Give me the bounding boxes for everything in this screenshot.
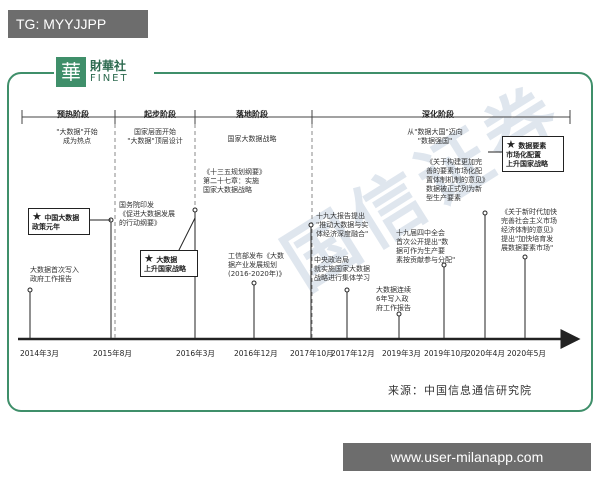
event-2020-4-box: ★ 数据要素 市场化配置 上升国家战略 [502,136,564,172]
date-label: 2014年3月 [20,349,59,358]
star-icon: ★ [506,138,516,151]
diagram-frame [7,72,593,412]
event-2020-4: 《关于构建更加完 善的要素市场化配 置体制机制的意见》 数据被正式列为新 型生产… [426,158,489,202]
event-2016-box: ★ 大数据 上升国家战略 [140,250,198,277]
desc-deepen: 从"数据大国"迈向 "数据强国" [407,128,463,145]
event-2014-box: ★ 中国大数据 政策元年 [28,208,90,235]
top-tag: TG: MYYJJPP [8,10,148,38]
event-2020-5: 《关于新时代加快 完善社会主义市场 经济体制的意见》 提出"加快培育发 展数据要… [501,208,557,252]
desc-warmup: "大数据"开始 成为热点 [56,128,98,145]
date-label: 2017年12月 [331,349,375,358]
event-2019-10: 十九届四中全会 首次公开提出"数 据可作为生产要 素按贡献参与分配" [396,229,456,264]
logo-en: FINET [90,73,129,84]
star-icon: ★ [144,252,154,265]
source-note: 来源：中国信息通信研究院 [388,384,532,397]
event-2016-top: 《十三五规划纲要》 第二十七章：实施 国家大数据战略 [203,168,266,194]
stage-warmup: 预热阶段 [57,110,89,119]
bottom-tag: www.user-milanapp.com [343,443,591,471]
date-label: 2020年5月 [507,349,546,358]
event-2019-3: 大数据连续 6年写入政 府工作报告 [376,286,411,312]
event-2017-12: 中央政治局 就实施国家大数据 战略进行集体学习 [314,256,370,282]
event-2017-10: 十九大报告提出 "推动大数据与实 体经济深度融合" [316,212,369,238]
desc-start: 国家层面开始 "大数据"顶层设计 [127,128,183,145]
date-label: 2016年3月 [176,349,215,358]
stage-landing: 落地阶段 [236,110,268,119]
logo-mark: 華 [56,57,86,87]
date-label: 2020年4月 [466,349,505,358]
date-label: 2017年10月 [290,349,334,358]
stage-start: 起步阶段 [144,110,176,119]
date-label: 2019年3月 [382,349,421,358]
star-icon: ★ [32,210,42,223]
logo-cn: 財華社 [90,59,127,73]
stage-deepen: 深化阶段 [422,110,454,119]
date-label: 2016年12月 [234,349,278,358]
event-2014-text: 大数据首次写入 政府工作报告 [30,266,79,283]
date-label: 2019年10月 [424,349,468,358]
date-label: 2015年8月 [93,349,132,358]
desc-landing: 国家大数据战略 [227,135,277,143]
event-2015-text: 国务院印发 《促进大数据发展 的行动纲要》 [119,201,175,227]
event-2016-12: 工信部发布《大数 据产业发展规划 (2016-2020年)》 [228,252,286,278]
